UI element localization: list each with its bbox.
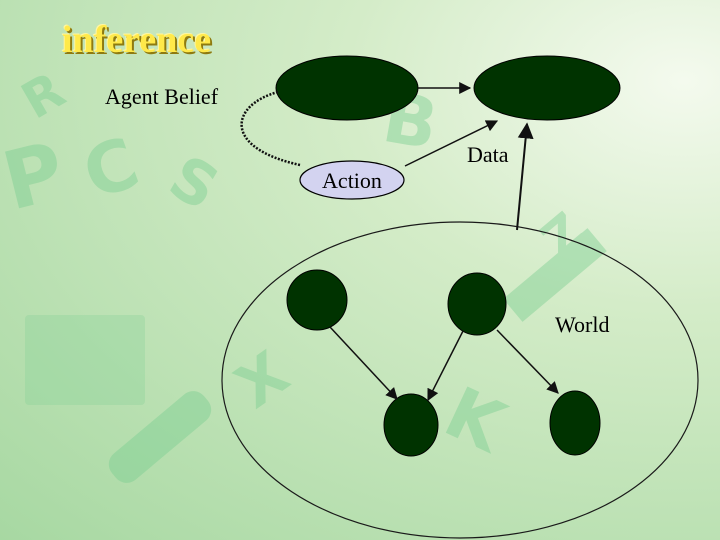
world-arrow-2 — [427, 330, 464, 402]
world-to-belief-arrow — [516, 122, 534, 231]
action-node — [299, 160, 405, 200]
data-label: Data — [467, 142, 509, 167]
belief-node-left — [275, 55, 419, 121]
world-node-top-right — [447, 272, 507, 336]
world-boundary — [221, 221, 699, 539]
belief-node-right — [473, 55, 621, 121]
world-node-bottom-left — [383, 393, 439, 457]
world-node-top-left — [286, 269, 348, 331]
world-node-bottom-right — [549, 390, 601, 456]
slide-title: inference — [62, 19, 212, 61]
action-to-data-arrow — [404, 120, 499, 167]
agent-belief-label: Agent Belief — [105, 84, 219, 109]
world-arrow-3 — [496, 329, 559, 394]
world-label: World — [555, 312, 610, 337]
world-arrow-1 — [329, 326, 398, 400]
loop-belief-to-action — [240, 90, 301, 167]
action-label: Action — [322, 168, 382, 193]
